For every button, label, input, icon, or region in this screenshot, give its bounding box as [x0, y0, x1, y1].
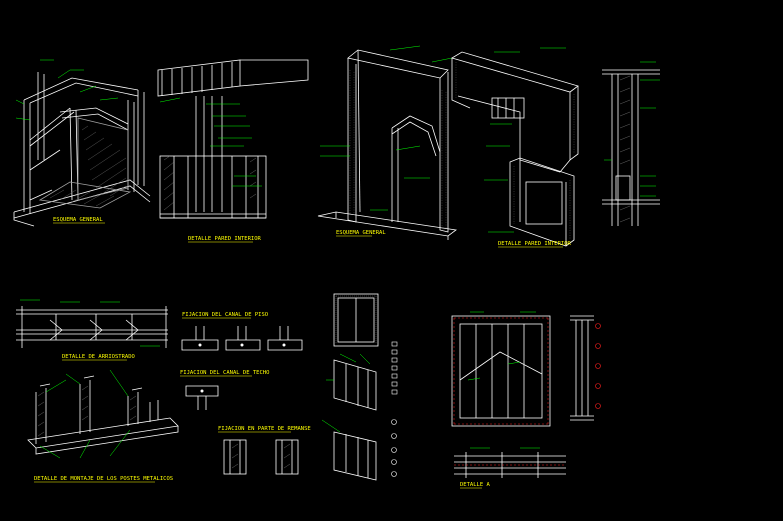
title-detalle-pared-interior-2: DETALLE PARED INTERIOR — [498, 241, 572, 247]
isometric-leaders — [15, 59, 119, 121]
detail-2-hatch — [455, 62, 575, 240]
vertical-section-leaders — [604, 61, 660, 197]
panel-assembly-1 — [333, 359, 377, 411]
post-assembly-detail — [27, 375, 179, 455]
post-leaders — [39, 369, 131, 459]
panel-assembly-leaders — [321, 353, 371, 433]
remanse-fixing — [223, 439, 299, 475]
title-fijacion-canal-piso: FIJACION DEL CANAL DE PISO — [182, 312, 268, 318]
title-underlines — [34, 222, 563, 489]
title-detalle-a: DETALLE A — [460, 482, 490, 488]
title-esquema-general-1: ESQUEMA GENERAL — [53, 217, 103, 223]
title-esquema-general-2: ESQUEMA GENERAL — [336, 230, 386, 236]
title-detalle-montaje-postes: DETALLE DE MONTAJE DE LOS POSTES METALIC… — [34, 476, 173, 482]
title-fijacion-parte-remanse: FIJACION EN PARTE DE REMANSE — [218, 426, 311, 432]
panel-assembly-2 — [333, 431, 377, 481]
bracing-detail — [16, 306, 168, 348]
remanse-hatch — [231, 443, 291, 469]
door-frame-hatch — [349, 70, 447, 228]
detail-1-leaders — [159, 97, 262, 187]
narrow-section-markers — [595, 323, 601, 409]
window-elevation — [333, 293, 379, 347]
title-fijacion-canal-techo: FIJACION DEL CANAL DE TECHO — [180, 370, 269, 376]
detail-2-leaders — [484, 47, 566, 233]
door-frame-general — [317, 49, 458, 240]
fixing-dots — [198, 343, 286, 393]
post-hatch — [37, 385, 137, 437]
narrow-section — [570, 315, 594, 421]
panel-hatch — [49, 125, 127, 207]
door-frame-leaders — [320, 45, 453, 211]
detail-interior-wall-1 — [157, 59, 309, 219]
bracing-leaders — [20, 299, 160, 347]
title-detalle-arriostrado: DETALLE DE ARRIOSTRADO — [62, 354, 135, 360]
window-hatch — [335, 295, 377, 344]
wall-elevation-leaders — [467, 311, 536, 381]
isometric-frame-general — [13, 72, 151, 227]
wall-elevation-large — [451, 315, 551, 427]
vertical-section-hatch — [619, 75, 631, 223]
detail-1-hatch — [163, 155, 257, 211]
floor-channel-fixing — [181, 326, 303, 410]
detail-interior-wall-2 — [451, 51, 579, 247]
legend-markers — [391, 341, 398, 477]
title-detalle-pared-interior-1: DETALLE PARED INTERIOR — [188, 236, 262, 242]
vertical-wall-section — [602, 69, 660, 226]
